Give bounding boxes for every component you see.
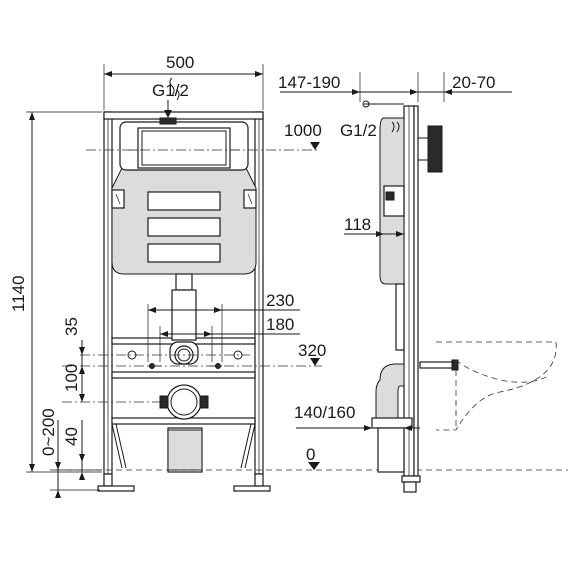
label-118: 118: [344, 215, 371, 234]
label-depth: 147-190: [278, 73, 340, 92]
flush-pipe: [149, 273, 222, 473]
label-width: 500: [166, 53, 194, 72]
label-180: 180: [266, 315, 294, 334]
label-wall: 20-70: [452, 73, 495, 92]
label-level-1000: 1000: [284, 121, 322, 140]
label-230: 230: [266, 291, 294, 310]
label-height-1140: 1140: [9, 275, 28, 312]
label-inlet: G1/2: [152, 81, 189, 100]
label-320: 320: [298, 341, 326, 360]
side-view: [280, 72, 557, 493]
cistern: [111, 117, 257, 275]
front-dimension-lines: [26, 64, 568, 498]
label-level-0: 0: [306, 445, 315, 464]
label-40: 40: [62, 427, 81, 446]
front-frame: [97, 111, 271, 492]
label-35: 35: [62, 317, 81, 336]
label-inlet-side: G1/2: [340, 121, 377, 140]
label-100: 100: [62, 364, 81, 392]
label-0-200: 0~200: [39, 408, 58, 456]
label-140-160: 140/160: [294, 403, 355, 422]
